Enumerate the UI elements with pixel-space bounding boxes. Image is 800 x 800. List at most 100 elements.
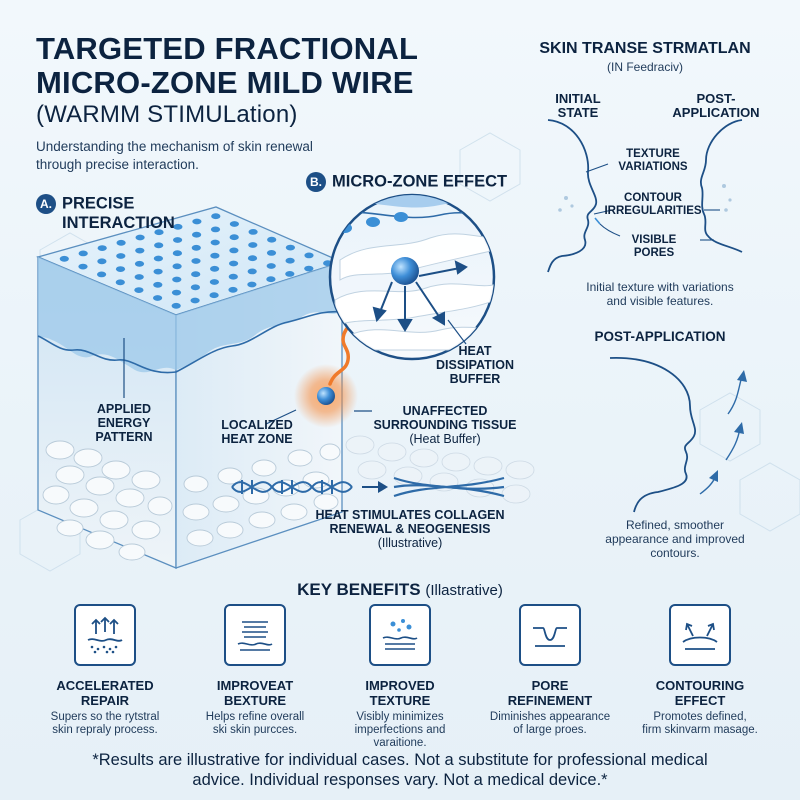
energy-dot bbox=[210, 252, 220, 259]
energy-dot bbox=[134, 287, 144, 293]
energy-dot bbox=[173, 237, 183, 243]
tissue-line-3: (Heat Buffer) bbox=[409, 432, 481, 446]
benefit-5-title-2: EFFECT bbox=[674, 693, 726, 708]
title-line-3: (WARMM STIMULation) bbox=[36, 101, 298, 128]
pores-line-2: PORES bbox=[633, 247, 675, 259]
energy-dot-grid bbox=[59, 213, 333, 309]
energy-dot bbox=[192, 231, 202, 238]
energy-dot bbox=[248, 242, 258, 248]
benefit-4-desc-1: Diminishes appearance bbox=[489, 711, 611, 723]
energy-dot bbox=[192, 218, 202, 225]
texture-line-2: VARIATIONS bbox=[618, 161, 688, 173]
transformation-title: SKIN TRANSE STRMATLAN bbox=[539, 40, 751, 57]
benefit-4-desc-2: of large proes. bbox=[513, 724, 587, 736]
energy-dot bbox=[266, 250, 277, 256]
energy-dot bbox=[266, 263, 276, 269]
energy-dot bbox=[135, 234, 145, 241]
benefit-3-title-2: TEXTURE bbox=[369, 693, 431, 708]
energy-dot bbox=[116, 239, 126, 246]
energy-dot bbox=[304, 265, 314, 272]
energy-dot bbox=[266, 276, 276, 283]
benefits-title-main: KEY BENEFITS bbox=[297, 580, 421, 599]
energy-dot bbox=[116, 253, 126, 259]
section-b-heading: B.MICRO-ZONE EFFECT bbox=[306, 172, 507, 192]
post-application-heading: POST- APPLICATION bbox=[656, 92, 776, 120]
energy-dot bbox=[78, 250, 88, 257]
transformation-subtitle: (IN Feedraciv) bbox=[606, 60, 683, 74]
energy-dot bbox=[229, 247, 239, 254]
post-heading-2: APPLICATION bbox=[672, 105, 760, 120]
benefit-3-desc-3: varaitione. bbox=[373, 737, 427, 749]
post-caption-3: contours. bbox=[650, 546, 700, 560]
post-application-subheading: POST-APPLICATION bbox=[594, 329, 726, 344]
face-profile-initial bbox=[547, 119, 743, 273]
energy-dot bbox=[134, 274, 144, 280]
texture-variations-label: TEXTURE VARIATIONS bbox=[606, 148, 700, 174]
contour-irregularities-label: CONTOUR IRREGULARITIES bbox=[598, 192, 708, 218]
post-heading-1: POST- bbox=[696, 91, 736, 106]
energy-dot bbox=[247, 268, 257, 275]
energy-dot bbox=[190, 284, 200, 291]
title-line-2: MICRO-ZONE MILD WIRE bbox=[36, 65, 414, 100]
energy-dot bbox=[153, 268, 163, 275]
energy-dot bbox=[173, 223, 183, 230]
benefit-2-desc-1: Helps refine overall bbox=[205, 711, 305, 723]
initial-state-heading: INITIAL STATE bbox=[538, 92, 618, 120]
energy-dot bbox=[210, 226, 221, 233]
pores-line-1: VISIBLE bbox=[631, 234, 677, 246]
intro-text: Understanding the mechanism of skin rene… bbox=[36, 139, 313, 172]
energy-label-line-1: APPLIED bbox=[96, 402, 152, 416]
post-caption-1: Refined, smoother bbox=[625, 518, 725, 532]
energy-dot bbox=[209, 279, 219, 285]
section-a-heading: A.PRECISE INTERACTION bbox=[36, 194, 175, 232]
energy-dot bbox=[171, 289, 182, 296]
energy-dot bbox=[210, 265, 220, 272]
repair-icon bbox=[74, 604, 136, 666]
disclaimer-line-1: *Results are illustrative for individual… bbox=[92, 751, 708, 769]
benefit-4-title-2: REFINEMENT bbox=[507, 693, 593, 708]
energy-dot bbox=[153, 281, 163, 288]
dissipation-line-2: DISSIPATION bbox=[435, 358, 514, 372]
energy-label-line-3: PATTERN bbox=[95, 430, 153, 444]
energy-dot bbox=[97, 271, 107, 278]
initial-heading-2: STATE bbox=[557, 105, 599, 120]
benefit-3-desc-2: imperfections and bbox=[354, 724, 446, 736]
unaffected-tissue-label: UNAFFECTED SURROUNDING TISSUE (Heat Buff… bbox=[360, 404, 530, 446]
title-line-1: TARGETED FRACTIONAL bbox=[36, 31, 419, 66]
energy-dot bbox=[285, 244, 295, 251]
face-profile-post bbox=[609, 357, 696, 513]
texture-lines-icon bbox=[224, 604, 286, 666]
energy-dot bbox=[211, 213, 221, 220]
texture-line-1: TEXTURE bbox=[626, 148, 680, 160]
energy-dot bbox=[153, 255, 163, 262]
contour-line-2: IRREGULARITIES bbox=[604, 205, 702, 217]
benefit-1-title-2: REPAIR bbox=[80, 693, 130, 708]
energy-dot bbox=[191, 244, 201, 251]
skin-particles-icon bbox=[369, 604, 431, 666]
energy-dot bbox=[115, 279, 125, 286]
disclaimer-line-2: advice. Individual responses vary. Not a… bbox=[192, 771, 608, 789]
energy-dot bbox=[228, 273, 238, 280]
collagen-line-1: HEAT STIMULATES COLLAGEN bbox=[315, 508, 505, 522]
heat-label-line-1: LOCALIZED bbox=[221, 418, 293, 432]
dissipation-line-3: BUFFER bbox=[449, 372, 501, 386]
benefit-4-title-1: PORE bbox=[531, 678, 569, 693]
energy-dot bbox=[134, 260, 145, 267]
energy-dot bbox=[171, 302, 181, 309]
energy-dot bbox=[229, 221, 239, 227]
contour-line-1: CONTOUR bbox=[624, 192, 682, 204]
section-a-title-1: PRECISE bbox=[62, 194, 135, 213]
collagen-line-2: RENEWAL & NEOGENESIS bbox=[329, 522, 491, 536]
benefits-title-suffix: (Illastrative) bbox=[425, 582, 503, 599]
benefit-1-title-1: ACCELERATED bbox=[56, 678, 154, 693]
energy-dot bbox=[154, 242, 164, 249]
energy-dot bbox=[229, 234, 239, 241]
energy-dot bbox=[172, 250, 182, 257]
dissipation-arrows bbox=[372, 260, 468, 332]
contour-arrows bbox=[699, 370, 747, 495]
energy-label-line-2: ENERGY bbox=[97, 416, 151, 430]
